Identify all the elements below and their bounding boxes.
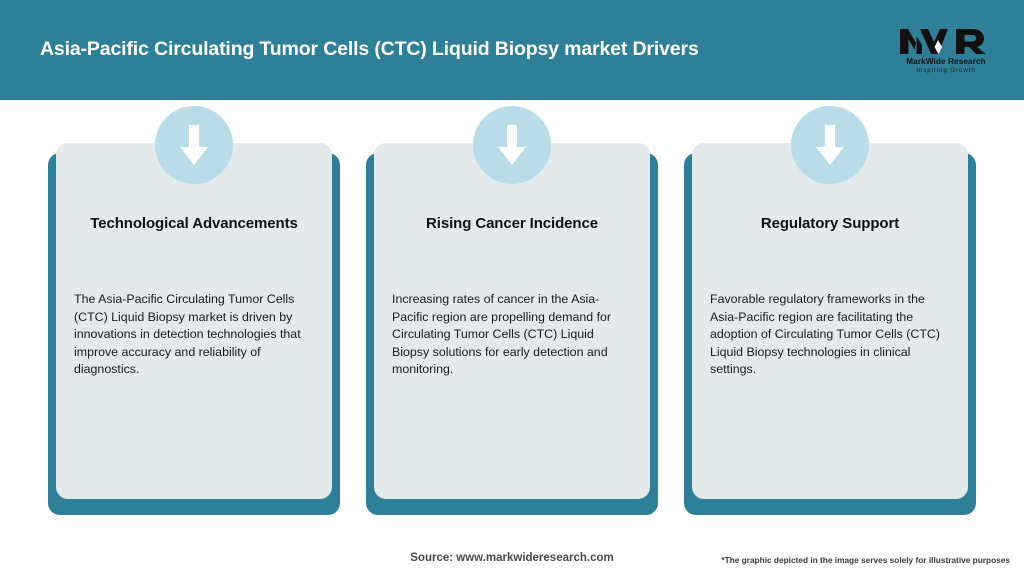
down-arrow-icon (155, 106, 233, 184)
card-surface: Regulatory Support Favorable regulatory … (692, 143, 968, 499)
card-body-text: Increasing rates of cancer in the Asia-P… (392, 292, 612, 377)
drivers-card-group: Technological Advancements The Asia-Paci… (0, 100, 1024, 540)
page-title: Asia-Pacific Circulating Tumor Cells (CT… (40, 38, 699, 61)
card-title: Rising Cancer Incidence (426, 215, 598, 232)
mwr-logo-icon (898, 26, 994, 56)
driver-card-1: Technological Advancements The Asia-Paci… (48, 106, 340, 515)
card-body-text: Favorable regulatory frameworks in the A… (710, 292, 940, 377)
page-footer: Source: www.markwideresearch.com *The gr… (0, 540, 1024, 576)
logo-company-name: MarkWide Research (906, 57, 986, 66)
driver-card-3: Regulatory Support Favorable regulatory … (684, 106, 976, 515)
driver-card-2: Rising Cancer Incidence Increasing rates… (366, 106, 658, 515)
logo-tagline: Inspiring Growth (916, 67, 976, 74)
disclaimer-note: *The graphic depicted in the image serve… (721, 555, 1010, 565)
card-title: Technological Advancements (90, 215, 298, 232)
card-body-text: The Asia-Pacific Circulating Tumor Cells… (74, 292, 301, 377)
brand-logo: MarkWide Research Inspiring Growth (892, 26, 1000, 74)
down-arrow-icon (473, 106, 551, 184)
source-label: Source: www.markwideresearch.com (410, 552, 614, 564)
card-title: Regulatory Support (760, 215, 900, 232)
card-surface: Rising Cancer Incidence Increasing rates… (374, 143, 650, 499)
down-arrow-icon (791, 106, 869, 184)
page-header: Asia-Pacific Circulating Tumor Cells (CT… (0, 0, 1024, 100)
card-surface: Technological Advancements The Asia-Paci… (56, 143, 332, 499)
